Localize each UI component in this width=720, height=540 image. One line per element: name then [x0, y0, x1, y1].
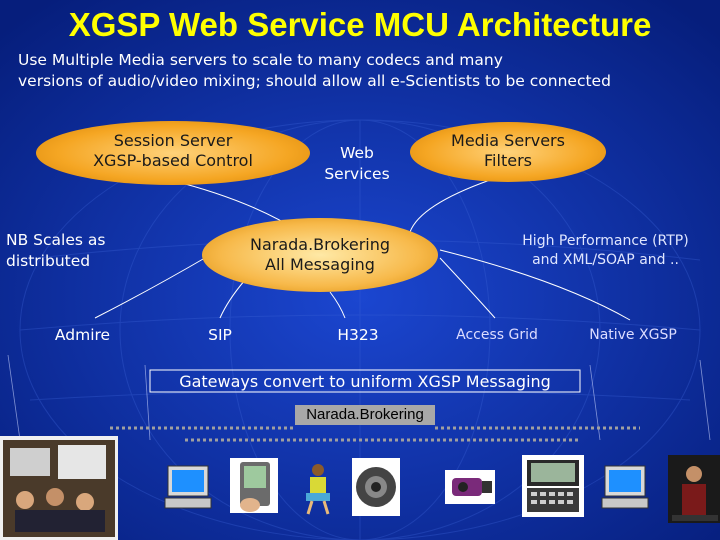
slide-title: XGSP Web Service MCU Architecture	[68, 6, 652, 43]
node-h323: H323	[337, 326, 379, 344]
computer-terminal-icon	[164, 465, 212, 509]
camera-device-icon	[352, 458, 400, 516]
media-servers-label: Media Servers Filters	[451, 131, 565, 170]
gateway-label: Gateways convert to uniform XGSP Messagi…	[179, 372, 551, 391]
pda-handheld-icon	[230, 458, 278, 513]
video-conference-photo-icon	[0, 436, 118, 540]
computer-terminal-icon-2	[601, 465, 649, 509]
line-center-to-sip	[219, 279, 246, 319]
media-servers-ellipse	[410, 122, 606, 182]
line-center-to-nativexgsp	[439, 249, 631, 321]
line-center-to-h323	[329, 291, 346, 319]
node-admire: Admire	[54, 326, 111, 344]
handheld-keyboard-icon	[522, 455, 584, 517]
gateway-box	[149, 369, 581, 393]
session-server-label: Session Server XGSP-based Control	[93, 131, 253, 170]
narada-brokering-ellipse	[202, 218, 438, 292]
line-media-to-center	[409, 179, 491, 233]
node-sip: SIP	[208, 326, 232, 344]
web-services-label: Web Services	[324, 144, 390, 183]
session-server-ellipse	[36, 121, 310, 185]
narada-brokering-bar: Narada.Brokering	[295, 405, 435, 425]
slide-subtitle: Use Multiple Media servers to scale to m…	[18, 51, 611, 90]
node-native-xgsp: Native XGSP	[589, 327, 677, 343]
nb-scales-note: NB Scales as distributed	[6, 231, 106, 270]
globe-grid	[19, 119, 701, 540]
presenter-photo-icon	[668, 455, 720, 523]
dotted-network-lines	[110, 426, 640, 442]
high-performance-note: High Performance (RTP) and XML/SOAP and …	[522, 233, 689, 268]
line-center-to-admire	[94, 254, 211, 319]
line-center-to-accessgrid	[439, 257, 496, 319]
person-with-device-icon	[306, 464, 330, 515]
node-access-grid: Access Grid	[456, 327, 538, 343]
video-camera-icon	[445, 470, 495, 504]
narada-brokering-center-label: Narada.Brokering All Messaging	[249, 235, 391, 274]
